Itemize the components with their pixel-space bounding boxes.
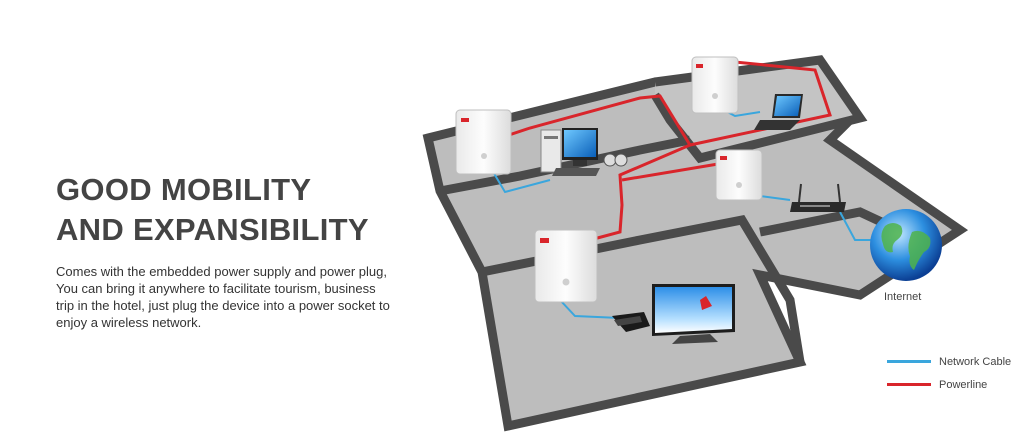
network-cable-internet [839,211,875,241]
powerline-adapter-1 [455,109,512,175]
powerline-cable-2 [589,143,691,242]
description-text: Comes with the embedded power supply and… [56,264,390,330]
network-cable-desktop [491,169,551,194]
internet-label: Internet [884,291,922,303]
laptop-icon [754,94,803,130]
powerline-cable-3 [621,160,731,182]
globe-icon [870,209,942,281]
powerline-adapter-3 [715,149,763,201]
legend-label-powerline: Powerline [939,378,988,391]
powerline-adapter-4 [534,229,598,303]
page-heading: GOOD MOBILITY AND EXPANSIBILITY [56,170,369,250]
powerline-swatch [887,383,931,386]
legend: Network Cable Powerline [887,350,1011,396]
desktop-computer-icon [540,128,628,176]
powerline-adapter-2 [691,56,739,114]
legend-item-network-cable: Network Cable [887,350,1011,373]
set-top-box-icon [612,312,650,332]
router-icon [790,183,846,212]
tv-icon [652,284,735,344]
heading-line-2: AND EXPANSIBILITY [56,212,369,247]
network-cable-tv [559,299,621,319]
heading-line-1: GOOD MOBILITY [56,172,312,207]
network-cable-swatch [887,360,931,363]
legend-item-powerline: Powerline [887,373,1011,396]
legend-label-network-cable: Network Cable [939,355,1012,368]
